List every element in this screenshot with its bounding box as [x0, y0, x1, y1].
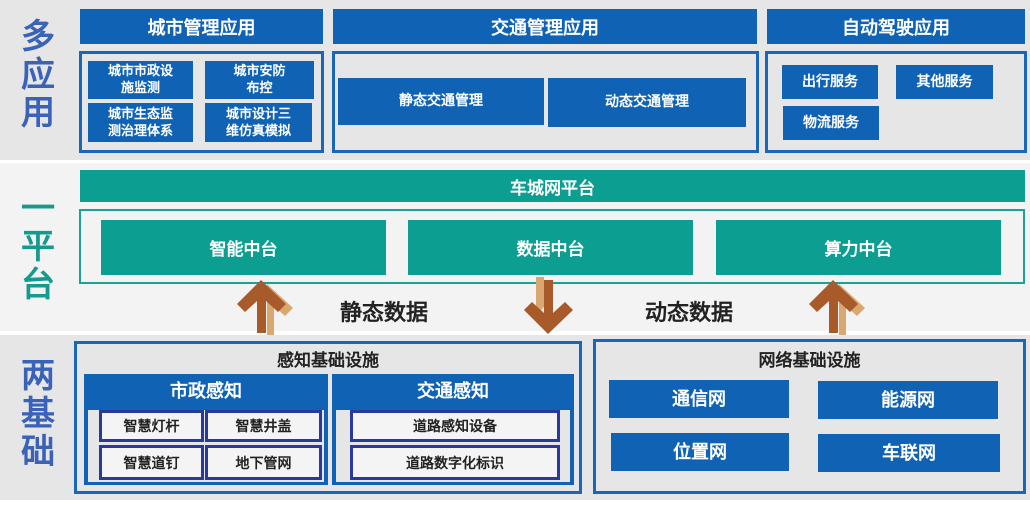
item-line: 维仿真模拟	[225, 123, 291, 139]
network-item-energy: 能源网	[818, 381, 998, 419]
layer-label-infrastructure: 两 基 础	[14, 357, 62, 471]
app-item-logistics-service: 物流服务	[783, 106, 879, 140]
item-line: 布控	[246, 81, 273, 96]
network-item-positioning: 位置网	[611, 433, 789, 471]
app-item-ecology-monitoring: 城市生态监测治理体系	[88, 103, 193, 142]
app-item-travel-service: 出行服务	[782, 65, 878, 99]
dynamic-data-label: 动态数据	[645, 301, 734, 326]
network-infrastructure-title: 网络基础设施	[758, 351, 861, 371]
city-management-header: 城市管理应用	[80, 9, 323, 44]
perception-item-smart-lamp: 智慧灯杆	[99, 410, 204, 442]
app-item-municipal-monitoring: 城市市政设施监测	[88, 61, 193, 99]
app-item-3d-simulation: 城市设计三维仿真模拟	[205, 103, 312, 142]
layer-label-char: 多	[21, 17, 55, 57]
layer-label-char: 平	[21, 227, 55, 267]
perception-infrastructure-title: 感知基础设施	[277, 351, 379, 371]
arrow-body	[524, 280, 573, 334]
layer-label-char: 两	[21, 356, 55, 396]
item-line: 城市市政设	[107, 64, 173, 79]
perception-item-smart-road-stud: 智慧道钉	[99, 445, 204, 480]
arrow-up-dynamic-icon	[809, 280, 865, 335]
platform-item-compute: 算力中台	[716, 220, 1001, 275]
traffic-management-header: 交通管理应用	[333, 9, 757, 44]
item-line: 城市生态监	[107, 106, 173, 122]
platform-item-ai: 智能中台	[101, 220, 386, 275]
network-item-vehicle-network: 车联网	[818, 434, 1000, 472]
layer-label-char: 台	[21, 265, 55, 305]
platform-header: 车城网平台	[80, 170, 1025, 202]
perception-item-smart-manhole: 智慧井盖	[205, 410, 322, 442]
layer-label-char: 用	[21, 93, 55, 133]
item-line: 施监测	[120, 81, 160, 96]
layer-label-platform: 一 平 台	[14, 190, 62, 304]
network-item-communication: 通信网	[609, 380, 789, 418]
layer-label-char: 础	[21, 432, 55, 472]
item-line: 城市设计三	[225, 106, 291, 122]
app-item-dynamic-traffic: 动态交通管理	[548, 78, 746, 127]
arrow-body	[809, 280, 858, 333]
perception-item-road-digital-sign: 道路数字化标识	[350, 445, 560, 480]
layer-label-applications: 多 应 用	[14, 18, 62, 132]
app-item-security-control: 城市安防布控	[205, 61, 314, 99]
traffic-perception-title: 交通感知	[417, 381, 489, 402]
arrow-shadow	[525, 277, 544, 317]
item-line: 城市安防	[233, 64, 286, 79]
arrow-body	[237, 280, 286, 333]
item-line: 测治理体系	[107, 123, 173, 139]
perception-item-underground-pipe: 地下管网	[205, 445, 322, 480]
app-item-other-service: 其他服务	[896, 65, 993, 99]
layer-label-char: 应	[21, 55, 55, 95]
perception-item-road-sensor: 道路感知设备	[350, 410, 560, 442]
platform-item-data: 数据中台	[408, 220, 693, 275]
municipal-perception-title: 市政感知	[170, 381, 242, 402]
arrow-up-static-icon	[237, 280, 293, 335]
app-item-static-traffic: 静态交通管理	[338, 78, 544, 125]
arrow-down-dynamic-icon	[524, 277, 573, 334]
static-data-label: 静态数据	[340, 301, 429, 326]
autonomous-driving-header: 自动驾驶应用	[767, 9, 1025, 44]
layer-label-char: 基	[21, 394, 55, 434]
layer-label-char: 一	[21, 189, 55, 229]
